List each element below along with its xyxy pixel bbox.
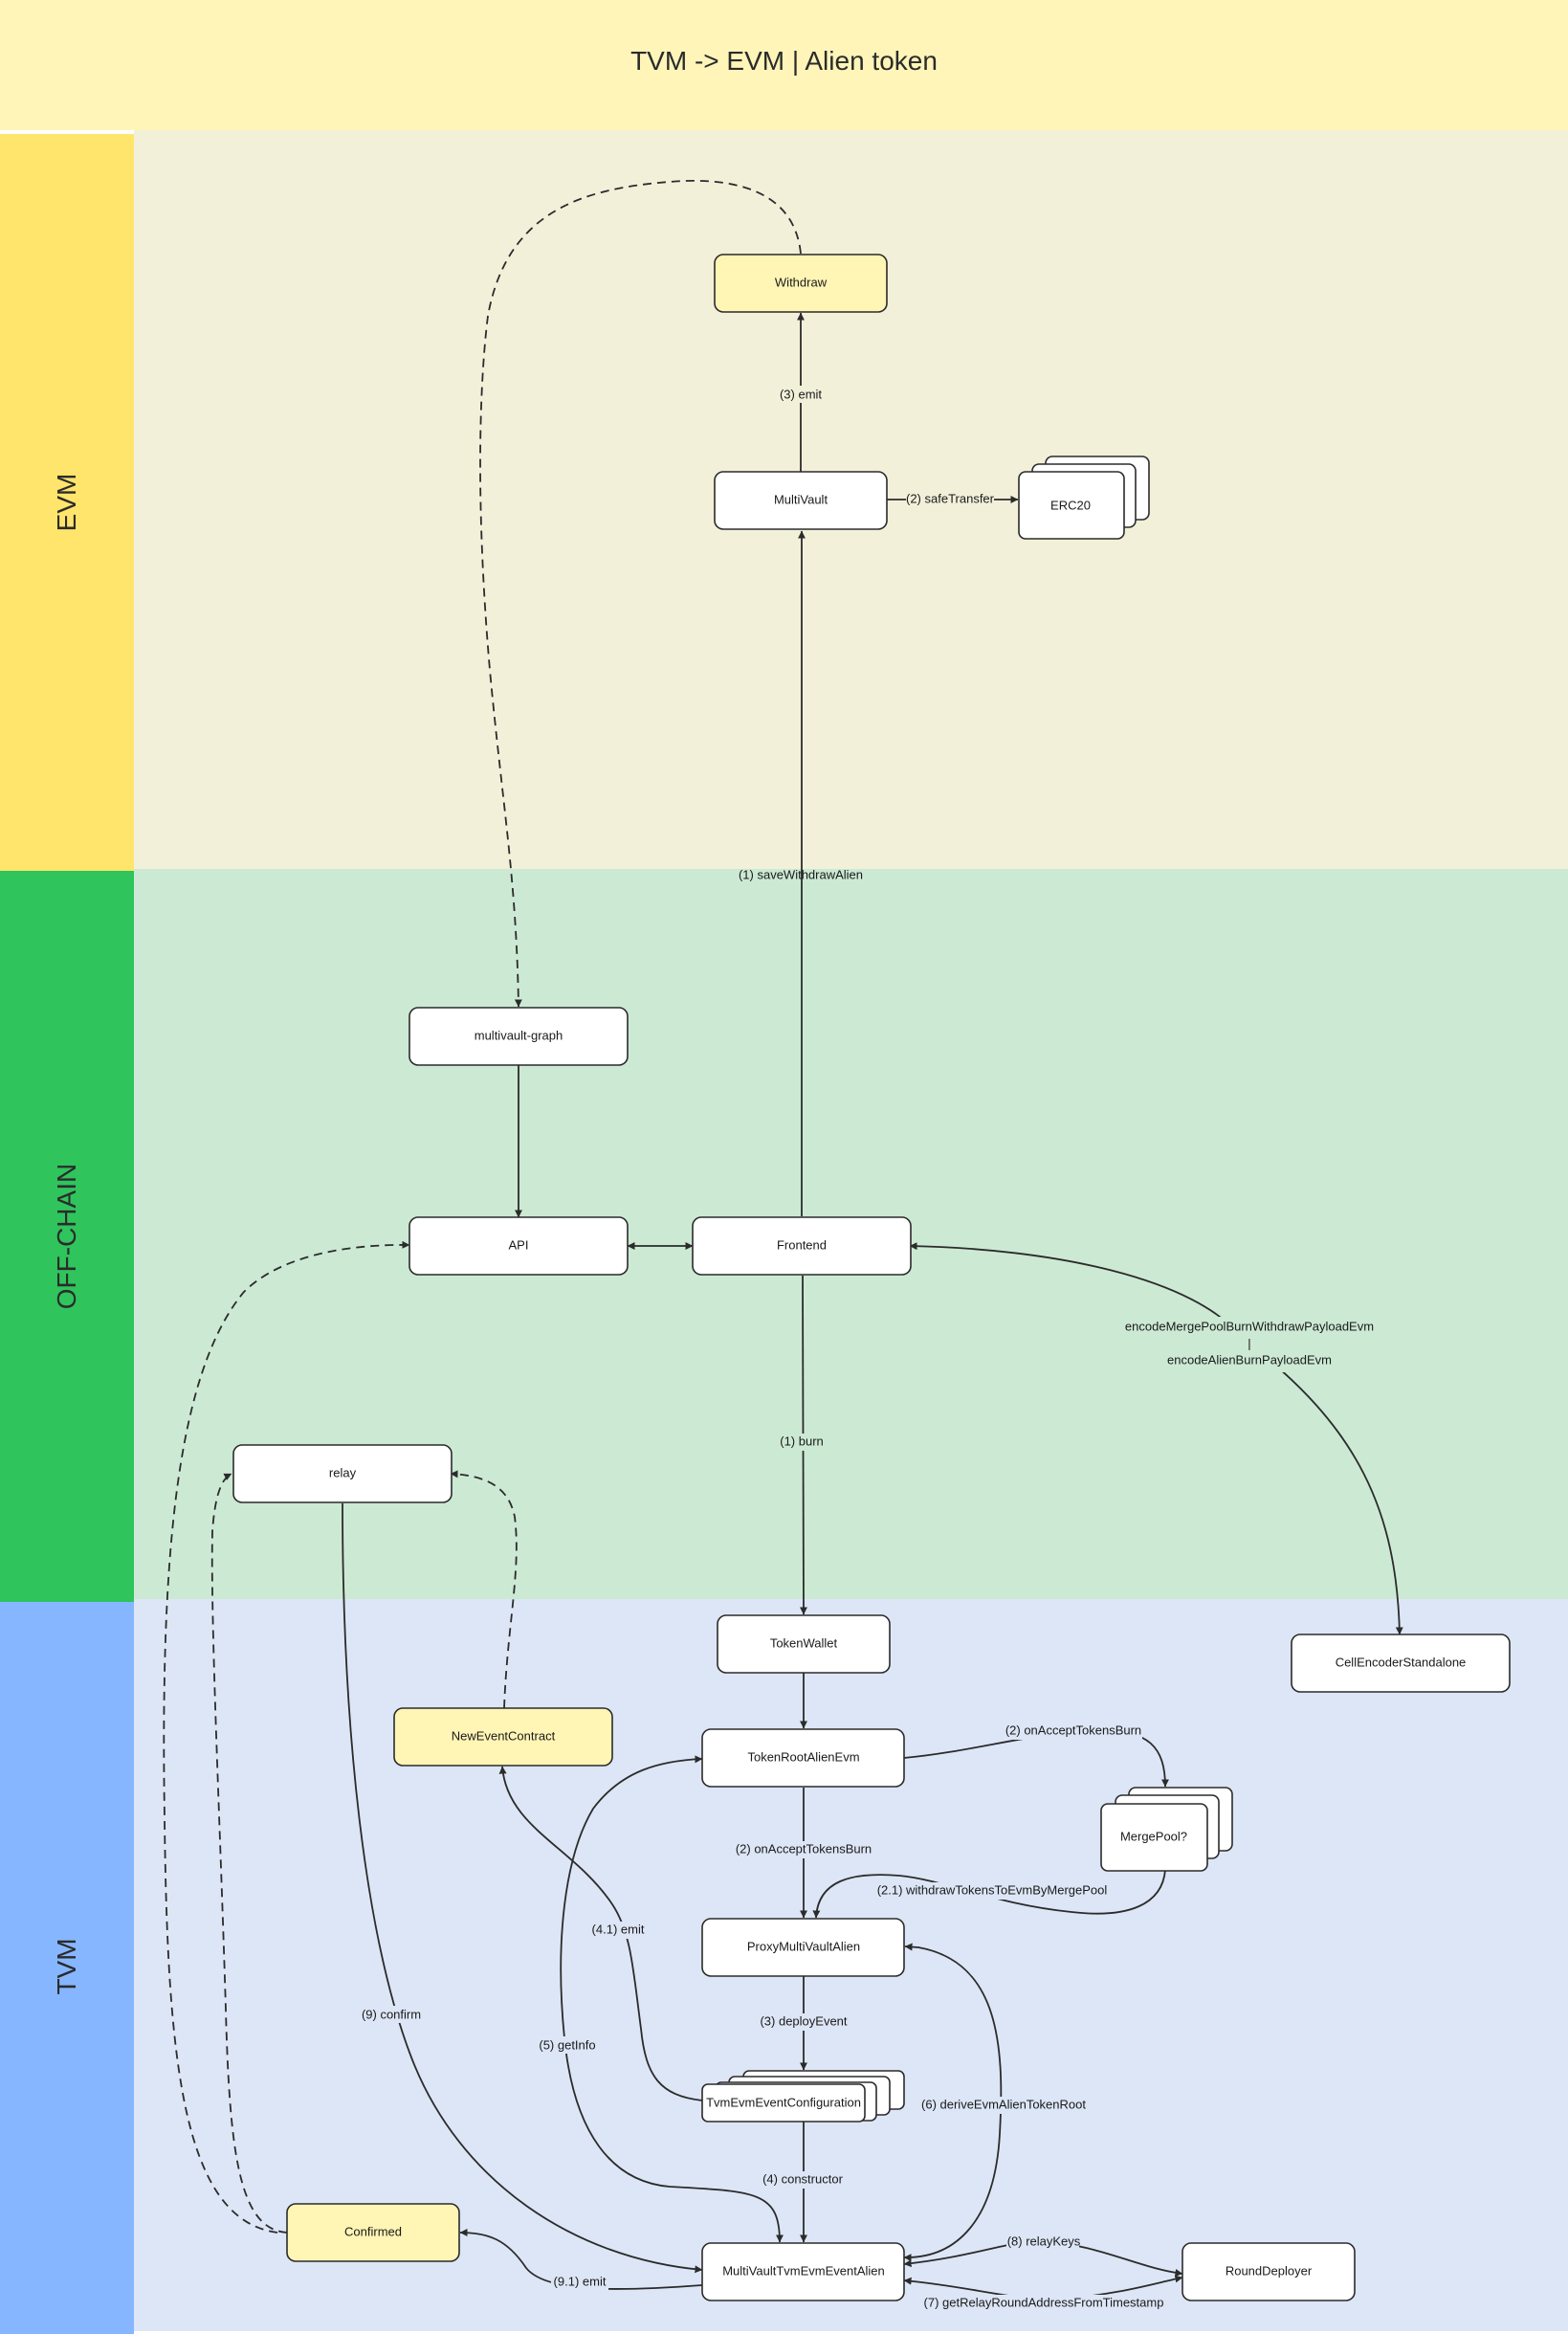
node-label-relay: relay <box>329 1465 357 1479</box>
node-label-token-root: TokenRootAlienEvm <box>747 1749 859 1764</box>
edge-label-withdraw-merge: (2.1) withdrawTokensToEvmByMergePool <box>877 1882 1108 1897</box>
lane-offchain-label-bg <box>0 871 134 1602</box>
node-label-multivault-graph: multivault-graph <box>475 1028 563 1042</box>
edge-label-relay-keys: (8) relayKeys <box>1007 2234 1081 2248</box>
node-token-root: TokenRootAlienEvm <box>701 1728 905 1788</box>
edge-label-derive-root: (6) deriveEvmAlienTokenRoot <box>921 2097 1086 2111</box>
node-label-multivault: MultiVault <box>774 492 828 506</box>
edge-label-emit91: (9.1) emit <box>554 2274 607 2288</box>
node-label-token-wallet: TokenWallet <box>770 1635 838 1650</box>
edge-label-emit41: (4.1) emit <box>592 1922 645 1936</box>
node-confirmed: Confirmed <box>286 2203 460 2262</box>
node-frontend: Frontend <box>692 1216 912 1276</box>
node-erc20: ERC20 <box>1018 456 1150 540</box>
edge-confirmed-api <box>163 1240 410 2234</box>
edge-label-on-accept-proxy: (2) onAcceptTokensBurn <box>736 1841 872 1856</box>
node-label-new-event-contract: NewEventContract <box>452 1728 556 1743</box>
edge-newevent-relay <box>450 1470 518 1709</box>
edge-label-confirm9: (9) confirm <box>362 2007 421 2021</box>
edge-label-emit3: (3) emit <box>780 387 822 401</box>
title-band <box>0 0 1568 130</box>
edge-label-deploy-event: (3) deployEvent <box>760 2013 847 2028</box>
node-label-proxy-multivault: ProxyMultiVaultAlien <box>747 1939 860 1953</box>
edge-get-info <box>560 1755 784 2243</box>
node-merge-pool: MergePool? <box>1100 1787 1233 1872</box>
page-title: TVM -> EVM | Alien token <box>630 46 938 76</box>
node-proxy-multivault: ProxyMultiVaultAlien <box>701 1918 905 1977</box>
edge-label-burn: (1) burn <box>780 1434 824 1448</box>
lane-tvm-label-bg <box>0 1602 134 2334</box>
edge-confirmed-relay <box>210 1473 288 2234</box>
edge-label-encode-line1: encodeMergePoolBurnWithdrawPayloadEvm <box>1125 1319 1374 1333</box>
node-label-frontend: Frontend <box>777 1237 827 1252</box>
edge-confirm9 <box>342 1502 703 2274</box>
node-event-alien: MultiVaultTvmEvmEventAlien <box>701 2242 905 2301</box>
node-label-event-alien: MultiVaultTvmEvmEventAlien <box>722 2263 885 2278</box>
edge-label-encode-sep: | <box>1248 1336 1250 1350</box>
node-relay: relay <box>232 1444 453 1503</box>
node-multivault: MultiVault <box>714 471 888 530</box>
edge-label-on-accept-merge: (2) onAcceptTokensBurn <box>1005 1723 1141 1737</box>
node-label-erc20: ERC20 <box>1050 498 1091 512</box>
edge-label-constructor: (4) constructor <box>762 2171 843 2186</box>
edge-label-get-relay-round: (7) getRelayRoundAddressFromTimestamp <box>924 2295 1164 2309</box>
edge-label-get-info: (5) getInfo <box>539 2037 595 2052</box>
node-multivault-graph: multivault-graph <box>409 1007 629 1066</box>
node-label-confirmed: Confirmed <box>344 2224 402 2238</box>
node-tvm-evm-config: TvmEvmEventConfiguration <box>701 2070 905 2123</box>
node-withdraw: Withdraw <box>714 254 888 313</box>
edge-withdraw-graph <box>479 180 802 1008</box>
node-new-event-contract: NewEventContract <box>393 1707 613 1767</box>
node-round-deployer: RoundDeployer <box>1182 2242 1356 2301</box>
edge-label-save-withdraw: (1) saveWithdrawAlien <box>739 867 863 881</box>
edge-label-encode-line2: encodeAlienBurnPayloadEvm <box>1167 1352 1332 1367</box>
edge-frontend-encoder <box>909 1242 1403 1635</box>
node-label-api: API <box>509 1237 529 1252</box>
node-label-merge-pool: MergePool? <box>1120 1829 1187 1843</box>
node-label-withdraw: Withdraw <box>775 275 828 289</box>
node-token-wallet: TokenWallet <box>717 1614 891 1674</box>
node-api: API <box>409 1216 629 1276</box>
edge-label-safe-transfer: (2) safeTransfer <box>906 491 995 505</box>
edge-emit91 <box>459 2229 703 2290</box>
node-label-cell-encoder: CellEncoderStandalone <box>1336 1655 1467 1669</box>
node-cell-encoder: CellEncoderStandalone <box>1291 1634 1511 1693</box>
node-label-tvm-evm-config: TvmEvmEventConfiguration <box>706 2095 861 2109</box>
edge-derive-root <box>903 1943 1003 2262</box>
node-label-round-deployer: RoundDeployer <box>1226 2263 1313 2278</box>
lane-evm-label-bg <box>0 134 134 871</box>
